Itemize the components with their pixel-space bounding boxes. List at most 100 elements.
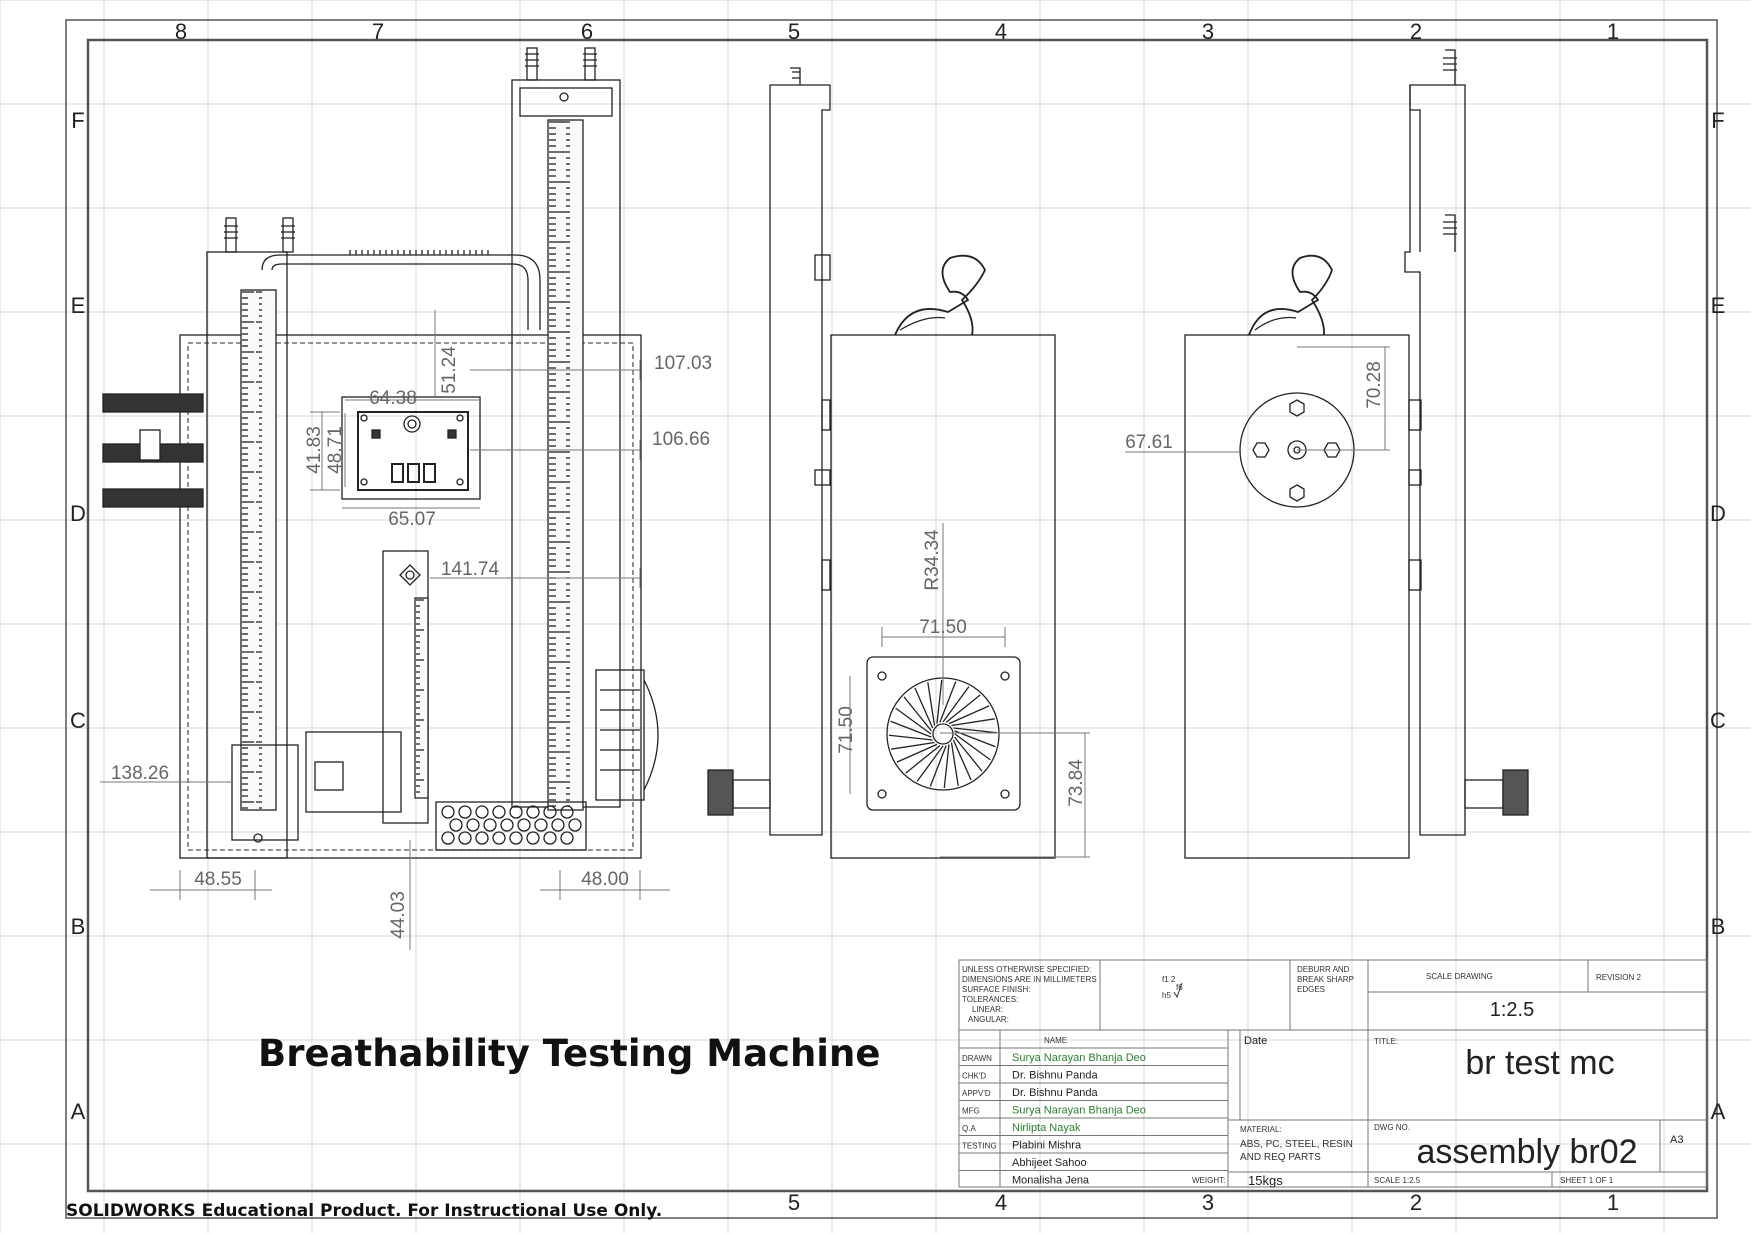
col-label: 3: [1202, 1190, 1214, 1215]
tb-material: AND REQ PARTS: [1240, 1152, 1321, 1163]
col-label: 6: [581, 19, 593, 44]
dim-label: 48.00: [581, 869, 629, 890]
footer-notice: SOLIDWORKS Educational Product. For Inst…: [66, 1201, 662, 1221]
tb-role: DRAWN: [962, 1054, 992, 1063]
finish-symbol: f1 2: [1162, 975, 1176, 984]
title-block-text: UNLESS OTHERWISE SPECIFIED: DIMENSIONS A…: [962, 965, 1683, 1188]
tb-note: SURFACE FINISH:: [962, 985, 1030, 994]
left-column-scale: [242, 291, 262, 809]
tb-person-name: Plabini Mishra: [1012, 1140, 1082, 1152]
connecting-pipe: [261, 254, 541, 330]
right-column-scale: [549, 121, 570, 807]
row-label: D: [70, 501, 86, 526]
col-label: 2: [1410, 1190, 1422, 1215]
right-view: [1184, 49, 1529, 859]
tb-note: ANGULAR:: [968, 1015, 1009, 1024]
dim-label: 71.50: [836, 706, 857, 754]
dim-label: 73.84: [1066, 759, 1087, 807]
tb-weight-label: WEIGHT:: [1192, 1176, 1225, 1185]
nozzle: [224, 217, 295, 253]
dim-label: 141.74: [441, 559, 500, 580]
col-label: 4: [995, 19, 1007, 44]
right-dimensions: [1125, 346, 1390, 453]
tb-deburr: DEBURR AND: [1297, 965, 1350, 974]
drawing-title: Breathability Testing Machine: [258, 1032, 880, 1075]
row-label: B: [1711, 914, 1726, 939]
dim-label: 48.71: [325, 426, 346, 474]
col-label: 7: [372, 19, 384, 44]
pipe-hatching: [349, 250, 489, 255]
col-label: 1: [1607, 1190, 1619, 1215]
finish-symbol: h5: [1162, 991, 1171, 1000]
tb-role: CHK'D: [962, 1072, 986, 1081]
tb-name-header: NAME: [1044, 1036, 1067, 1045]
tb-deburr: EDGES: [1297, 985, 1325, 994]
dim-label: 70.28: [1364, 361, 1385, 409]
tb-size: A3: [1670, 1134, 1683, 1146]
row-label: F: [71, 108, 84, 133]
dim-label: R34.34: [922, 529, 943, 591]
row-label: B: [71, 914, 86, 939]
row-label: F: [1711, 108, 1724, 133]
tb-material: ABS, PC, STEEL, RESIN: [1240, 1139, 1353, 1150]
tb-title-label: TITLE:: [1374, 1037, 1398, 1046]
dim-label: 106.66: [652, 429, 710, 450]
sheet-border: [65, 19, 1718, 1219]
right-column: [1404, 84, 1466, 836]
dim-label: 41.83: [304, 426, 325, 474]
col-label: 5: [788, 19, 800, 44]
finish-symbol: f6: [1176, 983, 1183, 992]
tb-person-name: Nirlipta Nayak: [1012, 1122, 1081, 1134]
row-label: A: [1711, 1099, 1726, 1124]
tb-role: APPV'D: [962, 1089, 991, 1098]
tb-role: Q.A: [962, 1124, 976, 1133]
tb-date-header: Date: [1244, 1035, 1267, 1047]
tb-role: MFG: [962, 1107, 980, 1116]
tb-note: DIMENSIONS ARE IN MILLIMETERS: [962, 975, 1097, 984]
pump-hex-pattern: [441, 805, 582, 845]
col-label: 2: [1410, 19, 1422, 44]
side-dimension-labels: R34.34 71.50 71.50 73.84: [836, 529, 1087, 807]
zone-labels: 8 7 6 5 4 3 2 1 F E D C B A F E D C B A …: [70, 19, 1726, 1215]
motor: [231, 744, 299, 841]
dim-label: 64.38: [369, 388, 417, 409]
tb-scale-footer: SCALE 1:2.5: [1374, 1176, 1421, 1185]
tb-scale-label: SCALE DRAWING: [1426, 972, 1493, 981]
small-column-scale: [416, 599, 424, 793]
tb-person-name: Monalisha Jena: [1012, 1175, 1090, 1187]
row-label: E: [1711, 293, 1726, 318]
side-column: [769, 84, 831, 836]
dim-label: 48.55: [194, 869, 242, 890]
tb-note: UNLESS OTHERWISE SPECIFIED:: [962, 965, 1091, 974]
dim-label: 65.07: [388, 509, 436, 530]
tb-deburr: BREAK SHARP: [1297, 975, 1354, 984]
dim-label: 44.03: [388, 891, 409, 939]
side-view: [707, 67, 1056, 859]
handle: [1248, 254, 1333, 336]
front-dimensions: [100, 310, 670, 950]
tb-material-label: MATERIAL:: [1240, 1125, 1282, 1134]
col-label: 3: [1202, 19, 1214, 44]
tb-person-name: Abhijeet Sahoo: [1012, 1157, 1087, 1169]
row-label: C: [1710, 708, 1726, 733]
tb-person-name: Dr. Bishnu Panda: [1012, 1087, 1098, 1099]
tb-person-name: Surya Narayan Bhanja Deo: [1012, 1052, 1146, 1064]
dim-label: 107.03: [654, 353, 712, 374]
col-label: 8: [175, 19, 187, 44]
dim-label: 67.61: [1125, 432, 1173, 453]
dim-label: 51.24: [439, 346, 460, 394]
front-dimension-labels: 107.03 106.66 64.38 51.24 41.83 48.71 65…: [111, 346, 712, 939]
tb-person-name: Surya Narayan Bhanja Deo: [1012, 1105, 1146, 1117]
row-label: E: [71, 293, 86, 318]
fan-side: [595, 669, 659, 801]
row-label: D: [1710, 501, 1726, 526]
fan-blades: [888, 679, 998, 789]
front-view: [102, 47, 659, 859]
row-label: C: [70, 708, 86, 733]
tb-dwg-no: assembly br02: [1416, 1133, 1637, 1171]
tb-note: LINEAR:: [972, 1005, 1003, 1014]
left-knobs: [102, 393, 204, 508]
row-label: A: [71, 1099, 86, 1124]
